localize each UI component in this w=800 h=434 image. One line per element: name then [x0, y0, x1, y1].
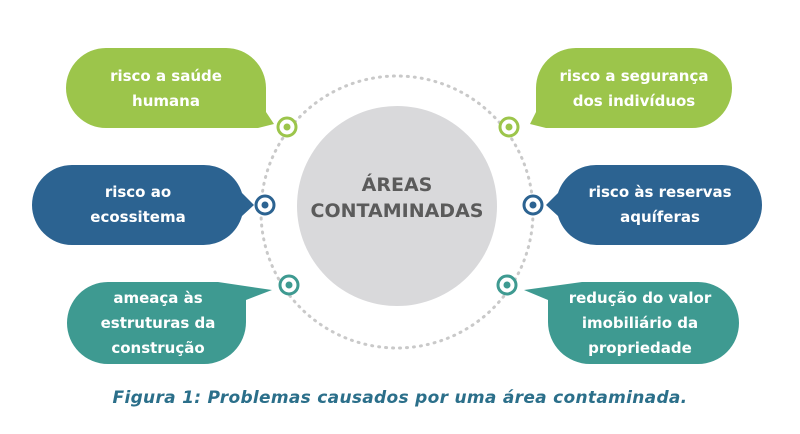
target-icon-ecossistema — [254, 194, 276, 216]
bubble-imobiliario-line3: propriedade — [588, 339, 692, 357]
bubble-ecossistema-line1: risco ao — [105, 183, 171, 201]
bubble-ecossistema-line2: ecossitema — [90, 208, 185, 226]
bubble-construcao: ameaça às estruturas da construção — [67, 282, 272, 364]
target-icon-construcao — [278, 274, 300, 296]
bubble-aquiferas: risco às reservas aquíferas — [546, 164, 762, 246]
bubble-construcao-shape — [67, 282, 272, 364]
bubble-seguranca-line2: dos indivíduos — [573, 92, 696, 110]
bubble-construcao-line3: construção — [111, 339, 204, 357]
bubble-saude: risco a saúde humana — [66, 48, 274, 128]
center-circle — [297, 106, 497, 306]
bubble-aquiferas-line2: aquíferas — [620, 208, 700, 226]
bubble-saude-line2: humana — [132, 92, 200, 110]
bubble-imobiliario: redução do valor imobiliário da propried… — [524, 282, 739, 364]
bubble-saude-line1: risco a saúde — [110, 67, 222, 85]
center-title-line2: CONTAMINADAS — [311, 200, 484, 222]
figure-caption: Figura 1: Problemas causados por uma áre… — [112, 388, 688, 408]
target-icon-aquiferas — [522, 194, 544, 216]
bubble-imobiliario-line2: imobiliário da — [582, 314, 698, 332]
bubble-seguranca-shape — [530, 48, 732, 128]
bubble-imobiliario-line1: redução do valor — [569, 289, 712, 307]
target-icon-seguranca — [498, 116, 520, 138]
bubble-imobiliario-shape — [524, 282, 739, 364]
bubble-aquiferas-shape — [546, 164, 762, 246]
bubble-construcao-line2: estruturas da — [101, 314, 216, 332]
bubble-aquiferas-line1: risco às reservas — [588, 183, 731, 201]
bubble-construcao-line1: ameaça às — [113, 289, 202, 307]
bubble-saude-shape — [66, 48, 274, 128]
bubble-seguranca: risco a segurança dos indivíduos — [530, 48, 732, 128]
bubble-ecossistema-shape — [32, 164, 254, 246]
center-title-line1: ÁREAS — [362, 173, 433, 196]
target-icon-saude — [276, 116, 298, 138]
bubble-seguranca-line1: risco a segurança — [560, 67, 709, 85]
bubble-ecossistema: risco ao ecossitema — [32, 164, 254, 246]
target-icon-imobiliario — [496, 274, 518, 296]
